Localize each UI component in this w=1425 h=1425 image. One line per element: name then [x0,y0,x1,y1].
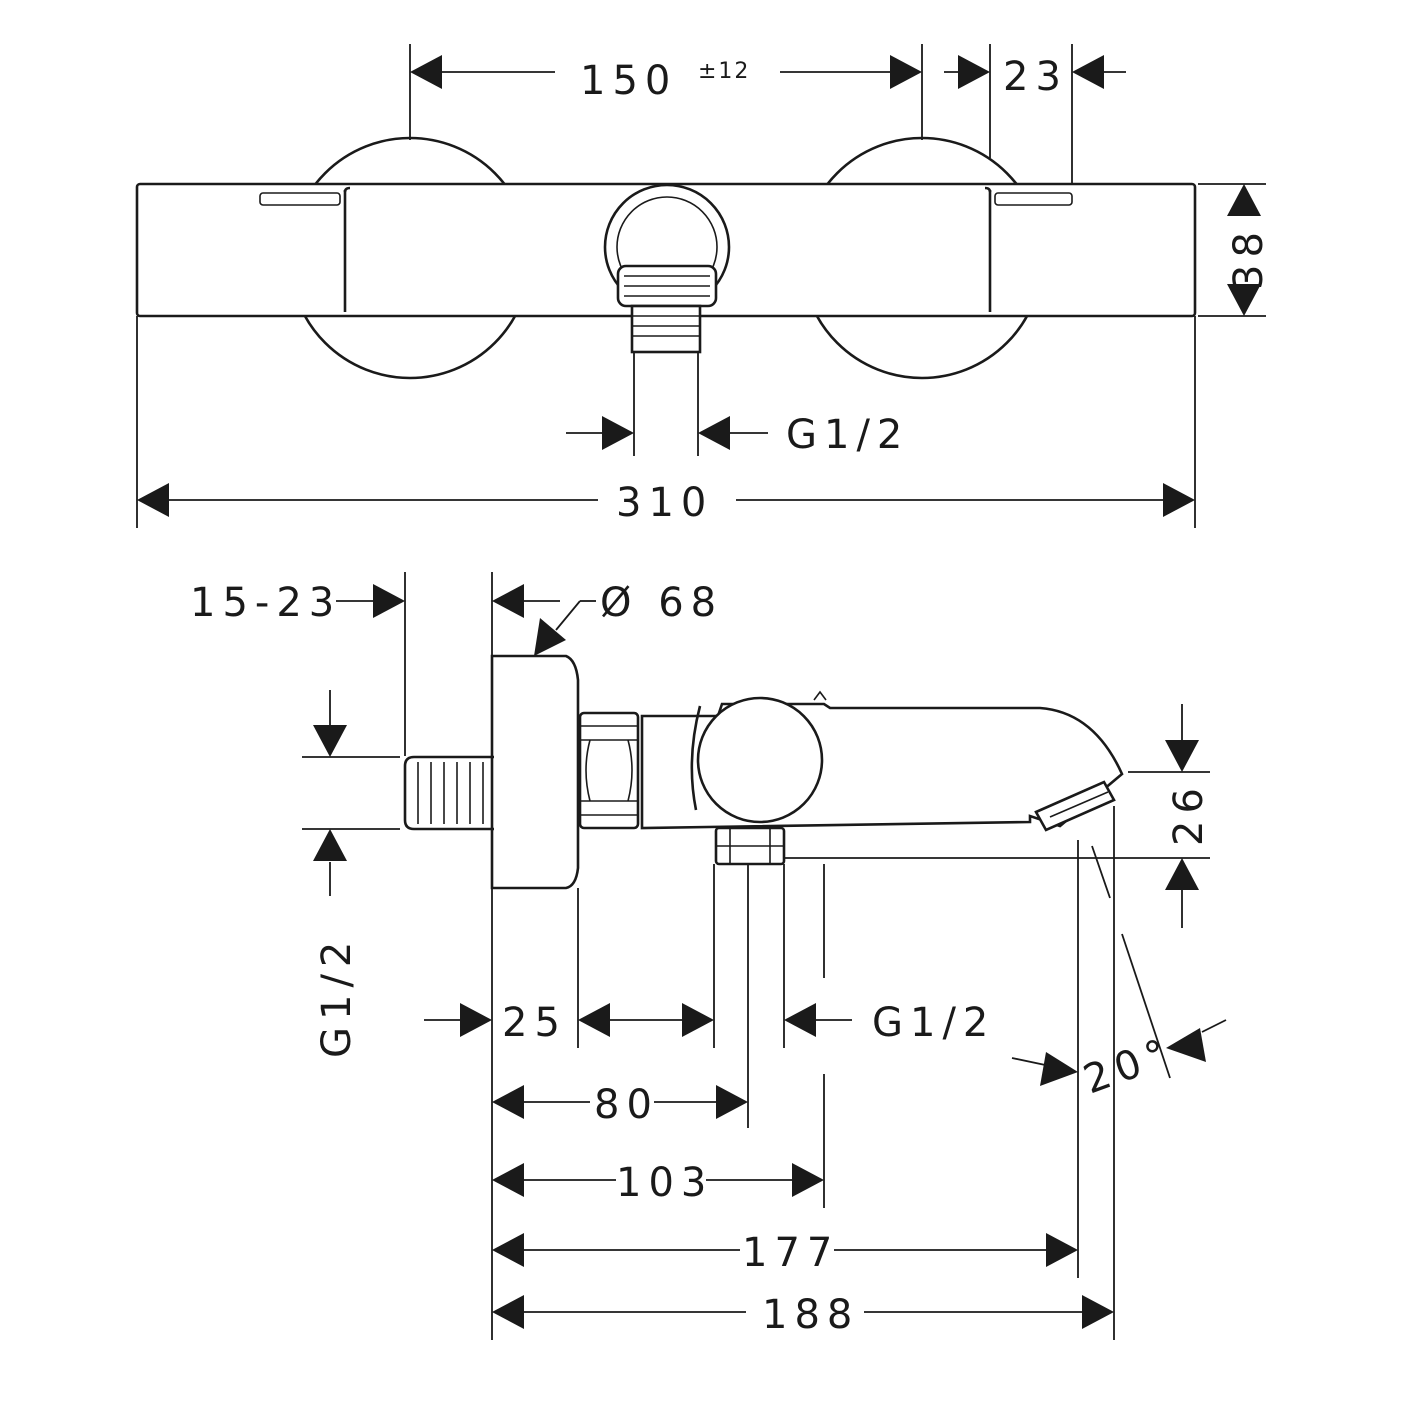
dim-total-width-label: 310 [616,480,713,526]
dim-outlet-thread-label: G1/2 [786,412,909,458]
dim-bottom-outlet-thread: G1/2 [608,864,995,1048]
front-left-connector [303,136,517,380]
dim-body-axis: 103 [492,864,825,1208]
dim-height-label: 38 [1226,225,1272,290]
dim-escutcheon-depth: 25 [424,888,610,1048]
dim-escutcheon-depth-label: 25 [502,1000,567,1046]
dim-centers-label: 150 [580,58,677,104]
front-hose-hook [603,183,731,354]
dim-wall-distance: 15-23 [190,572,406,756]
dim-outlet-axis-label: 80 [594,1082,659,1128]
dim-inlet-thread: G1/2 [302,690,400,1058]
front-left-marker [259,192,341,206]
side-spray-head [1034,780,1116,832]
side-bottom-outlet [714,826,786,866]
side-inlet-thread [403,755,494,831]
side-nut [578,711,640,830]
dim-height: 38 [1198,183,1272,317]
dim-spout-height: 26 [784,704,1212,928]
dim-total-width: 310 [136,316,1196,528]
dim-end: 23 [944,44,1126,184]
dim-outlet-axis: 80 [492,864,749,1128]
side-escutcheon [490,654,580,890]
front-right-marker [994,192,1073,206]
dim-spout-reach-label: 177 [742,1230,839,1276]
dim-spout-reach: 177 [492,840,1079,1278]
dim-centers: 150 ±12 [409,44,923,140]
dim-spout-height-label: 26 [1166,781,1212,846]
side-view: 15-23 Ø 68 G1/2 25 [190,572,1227,1340]
dim-outlet-thread: G1/2 [566,352,909,458]
dim-bottom-outlet-thread-label: G1/2 [872,1000,995,1046]
dim-total-depth-label: 188 [762,1292,859,1338]
dim-inlet-thread-label: G1/2 [314,935,360,1058]
front-view: 150 ±12 23 38 G1 [135,44,1272,528]
dim-total-depth: 188 [492,806,1115,1340]
dim-escutcheon-diameter-label: Ø 68 [600,580,723,626]
dim-end-label: 23 [1003,54,1068,100]
side-knob [696,696,824,824]
dim-spout-angle-label: 20° [1078,1029,1180,1104]
dim-escutcheon-diameter: Ø 68 [491,572,723,1340]
dim-body-axis-label: 103 [616,1160,713,1206]
front-right-connector [815,136,1029,380]
dim-centers-tolerance: ±12 [698,59,750,84]
dim-wall-distance-label: 15-23 [190,580,341,626]
